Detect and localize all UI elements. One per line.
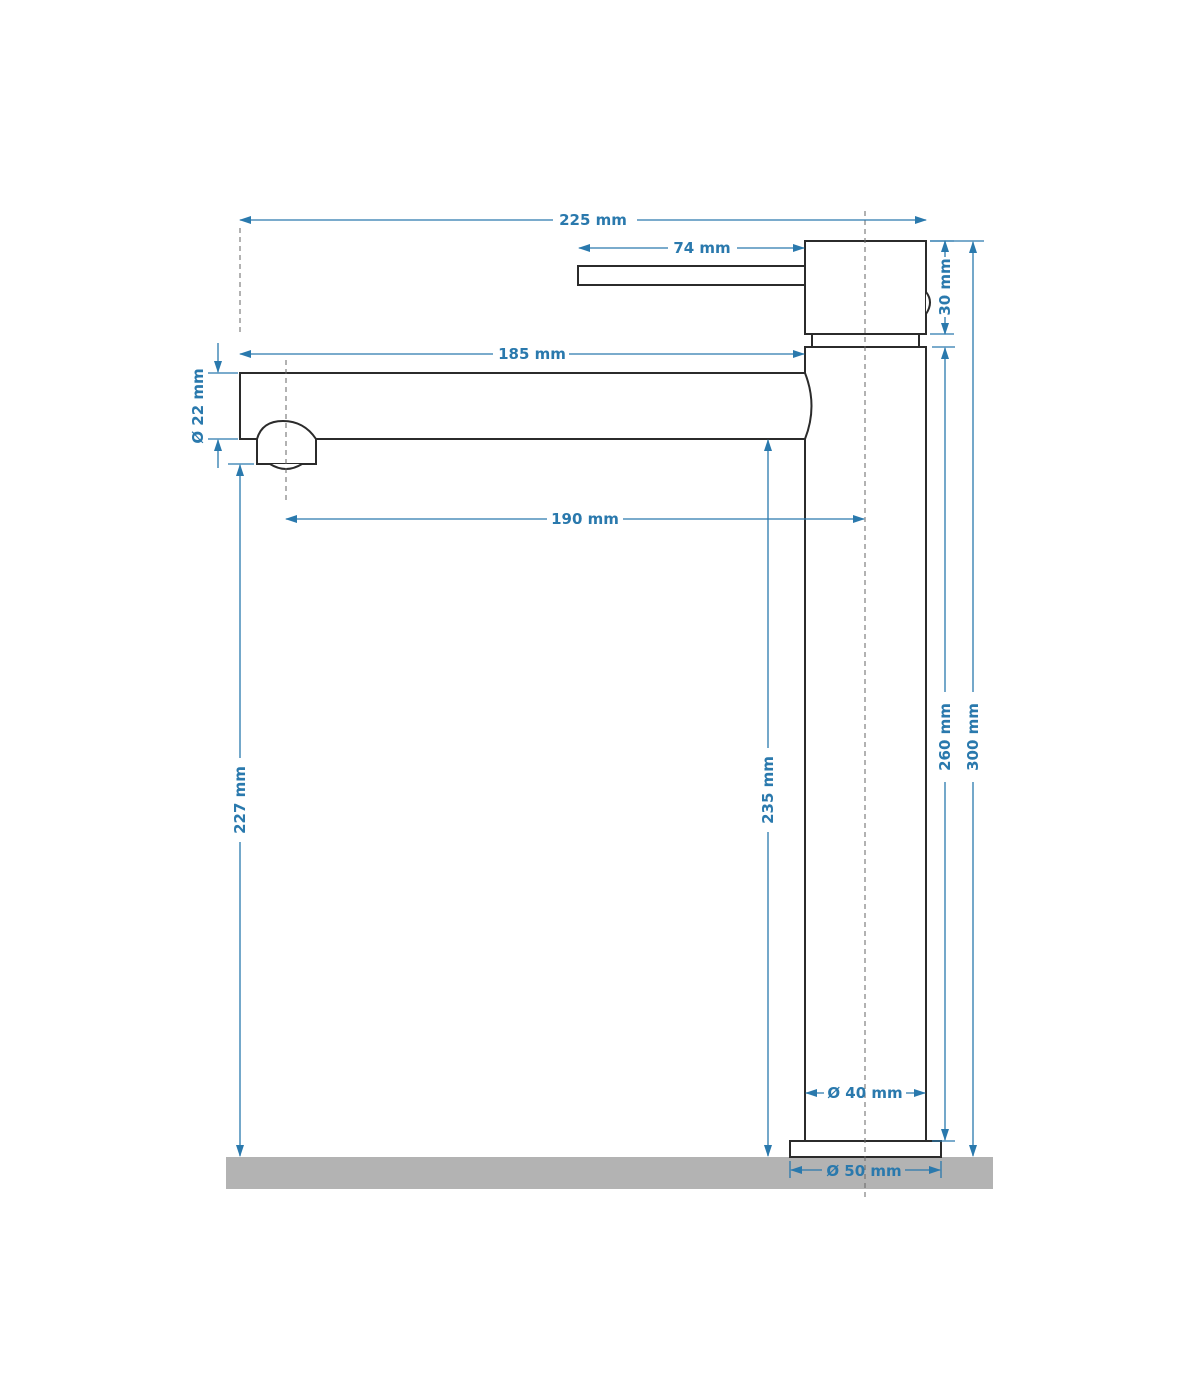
- faucet-outline: [239, 240, 942, 1158]
- dim-body-height: 260 mm: [932, 346, 955, 1142]
- dim-outlet-height-label: 227 mm: [231, 766, 249, 834]
- dim-spout-reach: 190 mm: [285, 510, 865, 528]
- dim-spout-length: 185 mm: [239, 345, 805, 363]
- center-axes: [239, 211, 866, 1198]
- dim-underside-height-label: 235 mm: [759, 756, 777, 824]
- dim-base-diameter: Ø 50 mm: [789, 1161, 942, 1180]
- dim-body-diameter: Ø 40 mm: [805, 1084, 926, 1102]
- dim-total-height-label: 300 mm: [964, 703, 982, 771]
- dim-underside-height: 235 mm: [759, 439, 777, 1157]
- handle-knob: [925, 291, 931, 315]
- dim-spout-diameter-label: Ø 22 mm: [189, 368, 207, 443]
- dim-base-diameter-label: Ø 50 mm: [826, 1162, 901, 1180]
- dim-outlet-height: 227 mm: [228, 463, 254, 1157]
- dim-spout-diameter: Ø 22 mm: [189, 343, 238, 468]
- dim-total-height: 300 mm: [930, 240, 984, 1157]
- dim-lever-length: 74 mm: [578, 239, 805, 257]
- dim-body-diameter-label: Ø 40 mm: [827, 1084, 902, 1102]
- dim-handle-height: 30 mm: [930, 240, 954, 335]
- dim-lever-length-label: 74 mm: [673, 239, 730, 257]
- dim-overall-width-label: 225 mm: [559, 211, 627, 229]
- dim-overall-width: 225 mm: [239, 211, 927, 229]
- spout-arm: [239, 372, 813, 440]
- dim-handle-height-label: 30 mm: [936, 258, 954, 315]
- dim-body-height-label: 260 mm: [936, 703, 954, 771]
- dim-spout-length-label: 185 mm: [498, 345, 566, 363]
- dim-spout-reach-label: 190 mm: [551, 510, 619, 528]
- handle-lever: [577, 265, 806, 286]
